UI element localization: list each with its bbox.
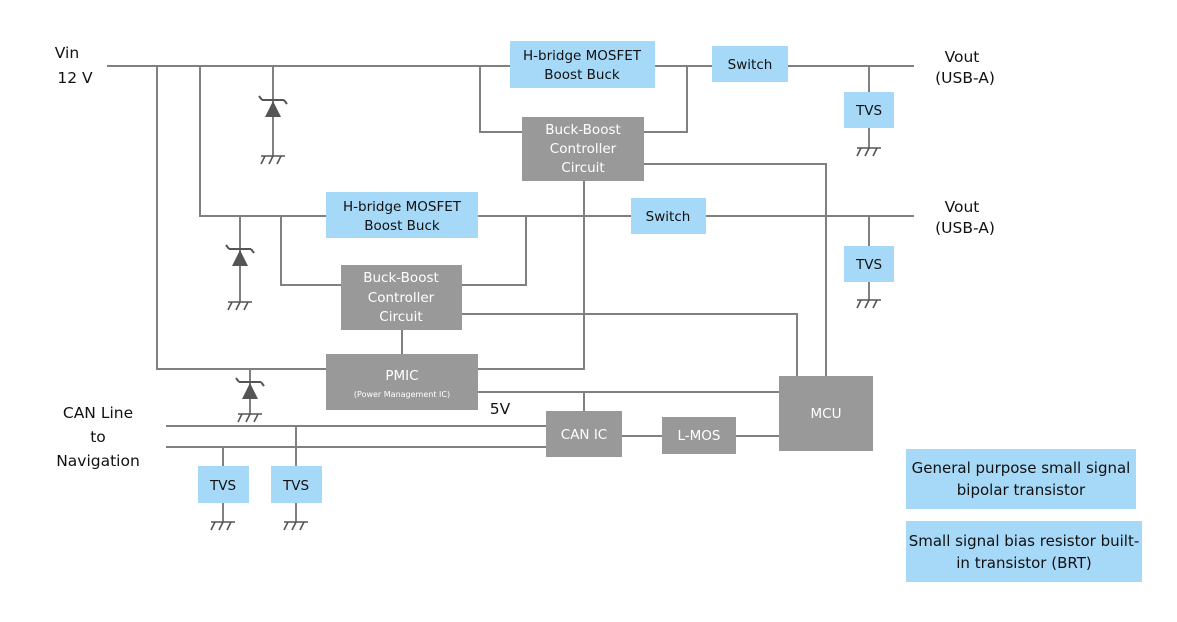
five-v-label: 5V xyxy=(490,400,511,418)
bbc-top-label-3: Circuit xyxy=(561,160,604,176)
bbc-top-label-1: Buck-Boost xyxy=(545,122,621,138)
zener-diode-top-icon xyxy=(258,95,288,117)
legend-item-2-label: Small signal bias resistor built-in tran… xyxy=(908,531,1140,572)
can-line-label-1: CAN Line xyxy=(63,404,133,422)
vout-middle-label: Vout xyxy=(945,198,980,216)
can-ic-label: CAN IC xyxy=(561,427,607,443)
tvs-top: TVS xyxy=(844,92,894,128)
switch-middle: Switch xyxy=(631,198,706,234)
buck-boost-controller-middle: Buck-Boost Controller Circuit xyxy=(341,265,462,330)
tvs-middle: TVS xyxy=(844,246,894,282)
ground-icon xyxy=(856,299,881,309)
ground-icon xyxy=(856,147,881,157)
hbridge-middle-label-1: H-bridge MOSFET xyxy=(343,199,462,215)
mcu: MCU xyxy=(779,376,873,451)
buck-boost-controller-top: Buck-Boost Controller Circuit xyxy=(522,117,644,181)
hbridge-mosfet-top: H-bridge MOSFET Boost Buck xyxy=(510,41,655,88)
zener-diode-pmic-icon xyxy=(235,377,265,399)
legend-general-purpose-transistor: General purpose small signal bipolar tra… xyxy=(906,449,1136,509)
switch-top: Switch xyxy=(712,46,788,82)
legend-item-1-label: General purpose small signal bipolar tra… xyxy=(911,459,1131,499)
ground-icon xyxy=(260,155,285,165)
vout-top-connector-label: (USB-A) xyxy=(935,69,995,87)
vout-top-label: Vout xyxy=(945,48,980,66)
bbc-middle-label-2: Controller xyxy=(368,290,435,306)
legend-brt-transistor: Small signal bias resistor built-in tran… xyxy=(906,521,1142,582)
zener-diode-middle-icon xyxy=(225,244,255,266)
vout-middle-connector-label: (USB-A) xyxy=(935,219,995,237)
bbc-top-label-2: Controller xyxy=(550,141,617,157)
hbridge-top-label-2: Boost Buck xyxy=(544,67,620,83)
tvs-middle-label: TVS xyxy=(855,257,882,273)
vin-voltage-label: 12 V xyxy=(57,69,93,87)
tvs-top-label: TVS xyxy=(855,103,882,119)
tvs-can-right-label: TVS xyxy=(282,478,309,494)
can-line-label-3: Navigation xyxy=(56,452,140,470)
bbc-middle-label-1: Buck-Boost xyxy=(363,270,439,286)
tvs-can-left-label: TVS xyxy=(209,478,236,494)
ground-icon xyxy=(237,413,262,423)
hbridge-top-label-1: H-bridge MOSFET xyxy=(523,48,642,64)
can-ic: CAN IC xyxy=(546,411,622,457)
pmic-label: PMIC xyxy=(385,368,418,384)
pmic-sub-label: (Power Management IC) xyxy=(354,390,450,399)
bbc-middle-label-3: Circuit xyxy=(379,309,422,325)
ground-icon xyxy=(227,301,252,311)
tvs-can-right: TVS xyxy=(271,466,322,503)
switch-middle-label: Switch xyxy=(646,209,691,225)
ground-icon xyxy=(283,521,308,531)
hbridge-mosfet-middle: H-bridge MOSFET Boost Buck xyxy=(326,192,478,238)
tvs-can-left: TVS xyxy=(198,466,249,503)
mcu-label: MCU xyxy=(811,406,842,422)
can-line-label-2: to xyxy=(90,428,106,446)
l-mos: L-MOS xyxy=(662,417,736,454)
l-mos-label: L-MOS xyxy=(678,428,721,444)
vin-label: Vin xyxy=(55,44,79,62)
wires xyxy=(107,65,914,522)
switch-top-label: Switch xyxy=(728,57,773,73)
ground-icon xyxy=(210,521,235,531)
pmic: PMIC (Power Management IC) xyxy=(326,354,478,410)
hbridge-middle-label-2: Boost Buck xyxy=(364,218,440,234)
